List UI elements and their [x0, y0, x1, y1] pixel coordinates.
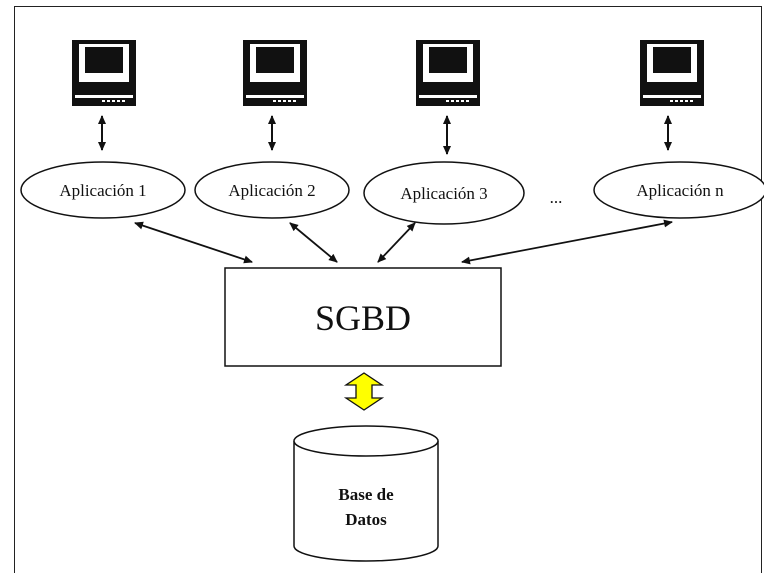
computer-terminal-icon: [72, 40, 136, 106]
sgbd-box: [224, 267, 502, 367]
computer-terminal-icon: [243, 40, 307, 106]
application-2-node: [194, 161, 350, 219]
application-3-node: [363, 161, 525, 225]
computer-terminal-icon: [416, 40, 480, 106]
application-2-label: Aplicación 2: [228, 181, 315, 200]
application-n-label: Aplicación n: [636, 181, 724, 200]
application-n-node: [593, 161, 764, 219]
ellipsis-label: ...: [550, 188, 563, 207]
app2-sgbd-arrow: [289, 222, 338, 263]
application-1-node: [20, 161, 186, 219]
application-1-label: Aplicación 1: [59, 181, 146, 200]
appn-sgbd-arrow: [461, 219, 673, 265]
app1-sgbd-arrow: [134, 221, 253, 264]
sgbd-label: SGBD: [315, 298, 411, 338]
double-arrow-icon: [343, 372, 385, 411]
database-label-line2: Datos: [345, 510, 387, 529]
app3-sgbd-arrow: [377, 222, 416, 263]
database-label-line1: Base de: [338, 485, 394, 504]
database-cylinder-top: [293, 425, 439, 457]
computer-terminal-icon: [640, 40, 704, 106]
diagram-frame: [14, 6, 762, 573]
database-cylinder-body: [293, 441, 439, 562]
application-3-label: Aplicación 3: [400, 184, 487, 203]
